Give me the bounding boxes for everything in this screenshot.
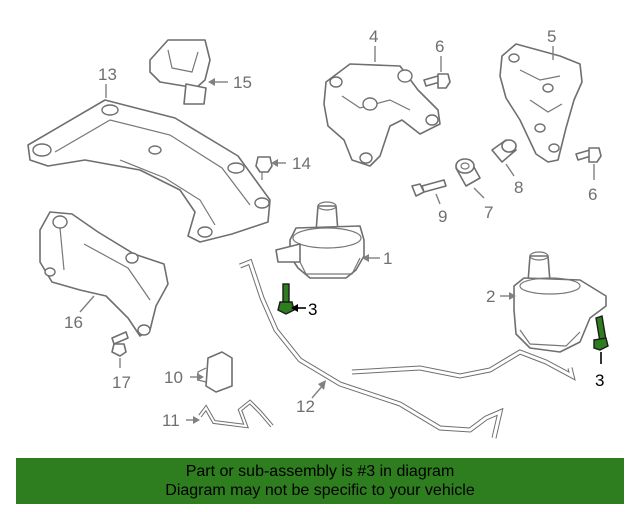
part-9-bolt[interactable] bbox=[411, 179, 447, 197]
callout-10: 10 bbox=[164, 368, 204, 387]
svg-text:5: 5 bbox=[547, 27, 556, 46]
callout-11: 11 bbox=[162, 411, 200, 430]
svg-text:2: 2 bbox=[486, 287, 495, 306]
callout-9: 9 bbox=[435, 193, 447, 226]
part-10-sensor[interactable] bbox=[197, 351, 233, 393]
callout-5: 5 bbox=[547, 27, 556, 60]
svg-text:6: 6 bbox=[435, 37, 444, 56]
callout-6-upper: 6 bbox=[435, 37, 444, 72]
part-6-bolt-right[interactable] bbox=[575, 147, 602, 163]
part-11-hose[interactable] bbox=[198, 399, 274, 429]
svg-text:7: 7 bbox=[484, 203, 493, 222]
callout-2: 2 bbox=[486, 287, 516, 306]
part-7-bushing[interactable] bbox=[455, 158, 481, 187]
info-banner: Part or sub-assembly is #3 in diagram Di… bbox=[16, 458, 624, 504]
part-8-bushing[interactable] bbox=[491, 139, 517, 163]
callout-6-right: 6 bbox=[588, 164, 597, 204]
callout-12: 12 bbox=[296, 380, 326, 416]
svg-text:9: 9 bbox=[438, 207, 447, 226]
svg-text:8: 8 bbox=[514, 178, 523, 197]
part-13-crossmember[interactable] bbox=[27, 99, 271, 243]
callout-1: 1 bbox=[362, 249, 392, 268]
part-17-bolt[interactable] bbox=[111, 331, 129, 357]
callout-3-left: 3 bbox=[291, 300, 317, 319]
part-14-nut[interactable] bbox=[255, 156, 273, 180]
svg-text:3: 3 bbox=[595, 371, 604, 390]
callout-13: 13 bbox=[98, 65, 117, 98]
svg-text:14: 14 bbox=[292, 154, 311, 173]
part-15-transmission-mount[interactable] bbox=[149, 39, 211, 105]
callout-16: 16 bbox=[64, 295, 95, 332]
callout-7: 7 bbox=[473, 187, 493, 222]
callout-3-right: 3 bbox=[595, 352, 604, 390]
part-3-bolt-left[interactable] bbox=[277, 283, 295, 315]
svg-text:15: 15 bbox=[233, 73, 252, 92]
svg-text:17: 17 bbox=[112, 373, 131, 392]
callout-8: 8 bbox=[505, 163, 523, 197]
part-2-engine-mount[interactable] bbox=[513, 251, 607, 353]
part-12-pipe[interactable] bbox=[239, 258, 576, 439]
part-16-bracket[interactable] bbox=[39, 211, 169, 337]
part-3-bolt-right[interactable] bbox=[593, 315, 609, 351]
callout-15: 15 bbox=[208, 73, 252, 92]
part-6-bolt-upper[interactable] bbox=[423, 73, 451, 89]
svg-text:10: 10 bbox=[164, 368, 183, 387]
part-5-engine-bracket[interactable] bbox=[499, 43, 583, 163]
banner-line-2: Diagram may not be specific to your vehi… bbox=[165, 482, 475, 499]
svg-text:1: 1 bbox=[383, 249, 392, 268]
banner-line-1: Part or sub-assembly is #3 in diagram bbox=[185, 463, 455, 480]
parts-diagram: 15 13 14 4 bbox=[27, 27, 609, 439]
callout-17: 17 bbox=[112, 358, 131, 392]
svg-text:6: 6 bbox=[588, 185, 597, 204]
part-4-engine-bracket[interactable] bbox=[323, 63, 441, 167]
svg-text:3: 3 bbox=[308, 300, 317, 319]
callout-14: 14 bbox=[271, 154, 311, 173]
callout-4: 4 bbox=[369, 27, 378, 62]
part-1-engine-mount[interactable] bbox=[275, 201, 365, 279]
svg-text:13: 13 bbox=[98, 65, 117, 84]
svg-text:11: 11 bbox=[162, 411, 180, 430]
svg-text:4: 4 bbox=[369, 27, 378, 46]
svg-text:12: 12 bbox=[296, 397, 315, 416]
svg-text:16: 16 bbox=[64, 313, 83, 332]
